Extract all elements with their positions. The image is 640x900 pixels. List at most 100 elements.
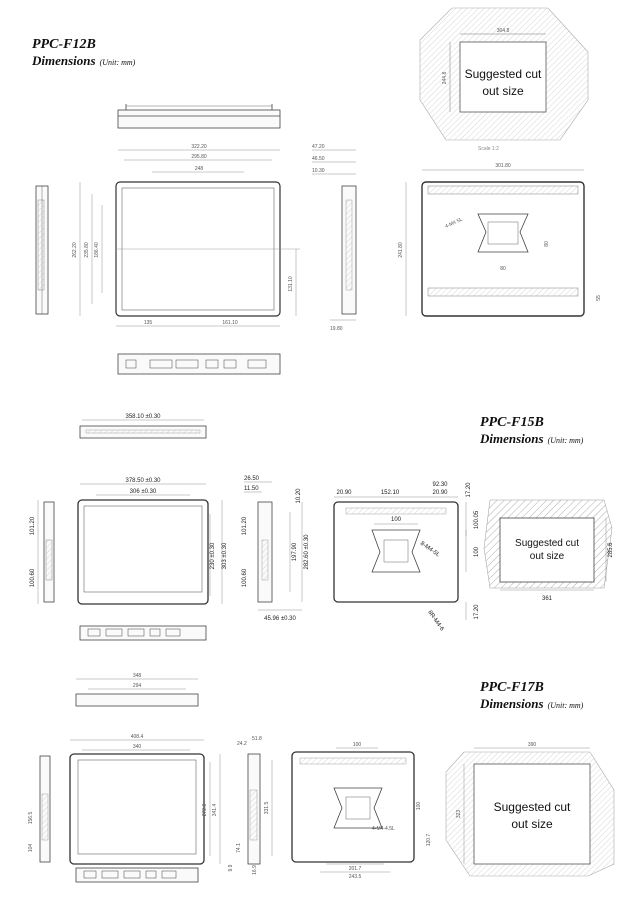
f17b-left-side-view: 156.5 104 — [28, 755, 51, 863]
f15b-left-101: 101.20 — [30, 516, 36, 535]
f12b-cutout-height: 244.8 — [442, 72, 448, 85]
f15b-unit: (Unit: mm) — [547, 435, 584, 445]
f17b-cutout-diagram: 390 323 Suggested cut out size — [445, 742, 615, 877]
f12b-top-view — [117, 104, 281, 129]
f17b-cutout-label-2: out size — [511, 817, 553, 831]
f12b-title: PPC-F12B Dimensions (Unit: mm) — [32, 37, 136, 69]
f12b-bottom-view — [117, 353, 281, 375]
f12b-dimensions-label: Dimensions — [32, 52, 96, 68]
f15b-side-10: 10.20 — [296, 488, 302, 504]
f12b-inner-width: 295.80 — [191, 154, 207, 160]
f17b-right-side-view: 24.2 51.8 331.5 74.1 9.9 16.9 — [228, 736, 273, 875]
f15b-cutout-width: 361 — [542, 596, 553, 602]
f12b-rear-view: 301.80 241.80 80 80 55 4-M4 5L — [398, 163, 602, 317]
f17b-side-24: 24.2 — [237, 741, 247, 747]
f15b-rear-screw2: 8R-M4-6 — [426, 610, 445, 633]
f17b-side-74: 74.1 — [236, 843, 242, 853]
f17b-bottom-view — [75, 867, 199, 883]
f15b-side-11: 11.50 — [244, 486, 259, 492]
f17b-side-331: 331.5 — [264, 802, 270, 815]
f15b-cutout-diagram: Suggested cut out size 285.6 361 — [483, 499, 614, 602]
f12b-side-47: 47.20 — [312, 144, 325, 150]
f15b-top-width: 358.10 ±0.30 — [126, 414, 162, 420]
f15b-model: PPC-F15B — [480, 415, 544, 430]
f15b-rear-view: 20.90 152.10 92.30 20.90 17.20 100 8-M4-… — [333, 482, 480, 633]
f15b-side-100: 100.60 — [242, 568, 248, 587]
f17b-cutout-label-1: Suggested cut — [494, 800, 571, 814]
f15b-rear-17b: 17.20 — [474, 604, 480, 620]
f12b-left-side-view — [35, 185, 49, 315]
f17b-rear-view: 100 4-M4-4.5L 100 120.7 201.7 243.5 — [291, 742, 432, 880]
f17b-top-348: 348 — [133, 673, 142, 679]
f17b-dimensions-label: Dimensions — [480, 695, 544, 711]
f15b-rear-100w: 100 — [391, 517, 402, 523]
f15b-rear-92: 92.30 — [432, 482, 448, 488]
f15b-rear-20b: 20.90 — [432, 490, 448, 496]
f17b-left-156: 156.5 — [28, 812, 34, 825]
f12b-rear-width: 301.80 — [495, 163, 511, 169]
f15b-front-inner: 306 ±0.30 — [130, 489, 157, 495]
f12b-rear-80a: 80 — [544, 241, 550, 247]
f17b-top-294: 294 — [133, 683, 142, 689]
f15b-side-282: 282.60 ±0.30 — [304, 534, 310, 570]
f12b-side-46: 46.50 — [312, 156, 325, 162]
f17b-cutout-height: 323 — [456, 810, 462, 819]
f15b-rear-152: 152.10 — [381, 490, 400, 496]
f15b-front-view: 378.50 ±0.30 306 ±0.30 101.20 100.60 230… — [30, 478, 228, 605]
f12b-overall-height: 262.20 — [72, 242, 78, 258]
f17b-side-16: 16.9 — [252, 865, 258, 875]
f17b-front-view: 408.4 340 272.3 341.4 — [69, 734, 221, 865]
f15b-rear-100h: 100 — [474, 546, 480, 557]
f12b-top-width: 322.20 — [191, 144, 207, 150]
f15b-screen-230: 230 ±0.30 — [210, 542, 216, 569]
f17b-unit: (Unit: mm) — [547, 700, 584, 710]
f15b-title: PPC-F15B Dimensions (Unit: mm) — [480, 415, 584, 447]
f17b-rear-243: 243.5 — [349, 874, 362, 880]
f12b-scale: Scale 1:2 — [478, 146, 499, 152]
f12b-rear-80b: 80 — [500, 266, 506, 272]
f17b-side-9: 9.9 — [228, 864, 234, 871]
f15b-left-side-view — [43, 501, 55, 603]
f12b-inner-height: 235.80 — [84, 242, 90, 258]
f12b-side-10: 10.30 — [312, 168, 325, 174]
f12b-screen-height: 186.40 — [94, 242, 100, 258]
f12b-side-19: 19.80 — [330, 326, 343, 332]
f12b-rear-height: 241.80 — [398, 242, 404, 258]
f17b-rear-201: 201.7 — [349, 866, 362, 872]
f15b-side-45: 45.96 ±0.30 — [264, 616, 296, 622]
f12b-mid-height: 131.10 — [288, 276, 294, 292]
f17b-rear-120: 120.7 — [426, 834, 432, 847]
f12b-bottom-right: 161.10 — [222, 320, 238, 326]
f17b-cutout-width: 390 — [528, 742, 537, 748]
f12b-model: PPC-F12B — [32, 37, 96, 52]
f15b-cutout-label-1: Suggested cut — [515, 538, 579, 549]
f15b-rear-17a: 17.20 — [466, 482, 472, 498]
f12b-cutout-diagram: 304.8 244.8 Suggested cut out size Scale… — [419, 7, 589, 152]
f12b-right-side-view: 47.20 46.50 10.30 19.80 — [312, 144, 357, 332]
f15b-cutout-height: 285.6 — [608, 542, 614, 558]
f17b-right-272: 272.3 — [202, 804, 208, 817]
f17b-top-view: 348 294 — [75, 673, 199, 707]
f12b-screen-width: 248 — [195, 166, 204, 172]
f17b-title: PPC-F17B Dimensions (Unit: mm) — [480, 680, 584, 712]
f12b-cutout-width: 304.8 — [497, 28, 510, 34]
f15b-cutout-label-2: out size — [530, 551, 565, 562]
f17b-side-51: 51.8 — [252, 736, 262, 742]
f12b-bottom-left: 135 — [144, 320, 153, 326]
f12b-cutout-label-2: out size — [482, 84, 524, 98]
f17b-model: PPC-F17B — [480, 680, 544, 695]
f17b-left-104: 104 — [28, 844, 34, 853]
f15b-top-view: 358.10 ±0.30 — [79, 414, 207, 439]
f15b-side-197: 197.90 — [292, 542, 298, 561]
f17b-rear-screw: 4-M4-4.5L — [372, 826, 395, 832]
f12b-unit: (Unit: mm) — [99, 57, 136, 67]
f15b-side-26: 26.50 — [244, 476, 260, 482]
f15b-rear-20a: 20.90 — [336, 490, 352, 496]
f15b-dimensions-label: Dimensions — [480, 430, 544, 446]
f17b-front-340: 340 — [133, 744, 142, 750]
f15b-left-100: 100.60 — [30, 568, 36, 587]
f15b-side-101: 101.20 — [242, 516, 248, 535]
f17b-front-408: 408.4 — [131, 734, 144, 740]
f17b-right-341: 341.4 — [212, 804, 218, 817]
